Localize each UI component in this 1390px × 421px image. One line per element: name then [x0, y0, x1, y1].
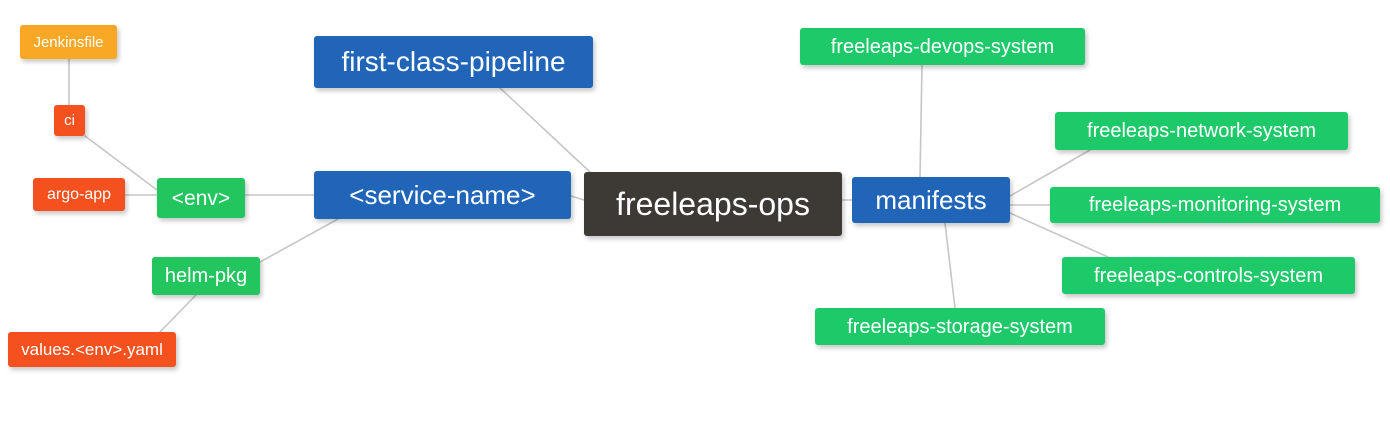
edge-values-yaml-to-helm-pkg [159, 294, 197, 333]
edge-first-class-pipeline-to-freeleaps-ops [499, 87, 591, 173]
node-freeleaps-storage-system[interactable]: freeleaps-storage-system [815, 308, 1105, 345]
node-freeleaps-devops-system[interactable]: freeleaps-devops-system [800, 28, 1085, 65]
edge-manifests-to-freeleaps-storage-system [944, 222, 956, 309]
node-service-name[interactable]: <service-name> [314, 171, 571, 219]
node-freeleaps-ops[interactable]: freeleaps-ops [584, 172, 842, 236]
node-label-jenkinsfile: Jenkinsfile [33, 33, 104, 51]
edge-service-name-to-freeleaps-ops [570, 195, 585, 201]
node-values-yaml[interactable]: values.<env>.yaml [8, 332, 176, 367]
edge-helm-pkg-to-service-name [259, 218, 339, 263]
node-label-service-name: <service-name> [349, 180, 536, 210]
node-manifests[interactable]: manifests [852, 177, 1010, 223]
node-label-first-class-pipeline: first-class-pipeline [341, 46, 566, 77]
node-label-helm-pkg: helm-pkg [164, 265, 248, 287]
node-argo-app[interactable]: argo-app [33, 178, 125, 211]
node-label-freeleaps-devops-system: freeleaps-devops-system [830, 35, 1055, 58]
node-label-ci: ci [64, 112, 75, 129]
node-freeleaps-monitoring-system[interactable]: freeleaps-monitoring-system [1050, 187, 1380, 223]
node-freeleaps-network-system[interactable]: freeleaps-network-system [1055, 112, 1348, 150]
node-label-freeleaps-storage-system: freeleaps-storage-system [847, 315, 1073, 338]
node-first-class-pipeline[interactable]: first-class-pipeline [314, 36, 593, 88]
node-freeleaps-controls-system[interactable]: freeleaps-controls-system [1062, 257, 1355, 294]
node-label-freeleaps-monitoring-system: freeleaps-monitoring-system [1088, 194, 1342, 216]
node-ci[interactable]: ci [54, 105, 85, 136]
node-label-env: <env> [171, 186, 231, 210]
node-helm-pkg[interactable]: helm-pkg [152, 257, 260, 295]
edge-manifests-to-freeleaps-devops-system [919, 64, 923, 178]
node-label-freeleaps-controls-system: freeleaps-controls-system [1094, 264, 1323, 287]
node-env[interactable]: <env> [157, 178, 245, 218]
node-label-argo-app: argo-app [46, 185, 112, 203]
node-jenkinsfile[interactable]: Jenkinsfile [20, 25, 117, 59]
node-label-freeleaps-ops: freeleaps-ops [616, 186, 810, 222]
node-label-manifests: manifests [875, 185, 987, 215]
node-label-freeleaps-network-system: freeleaps-network-system [1087, 120, 1316, 142]
node-label-values-yaml: values.<env>.yaml [21, 340, 163, 359]
